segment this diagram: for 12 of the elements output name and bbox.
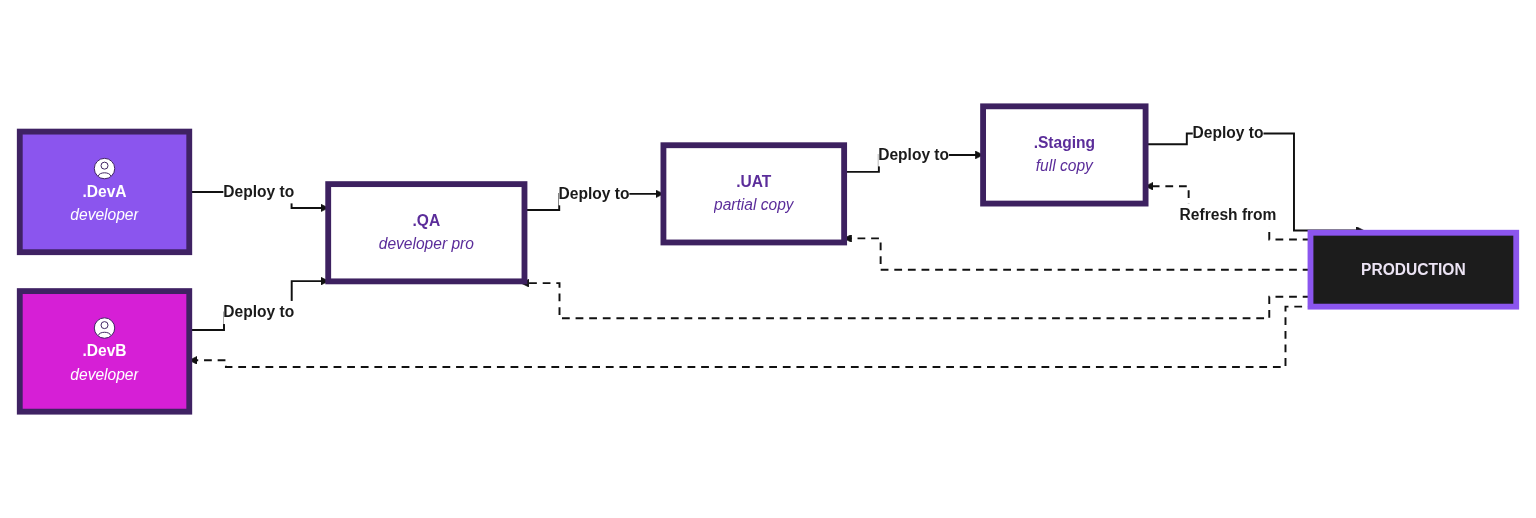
edge-label: Deploy to (1192, 124, 1264, 142)
edge-label: Deploy to (223, 303, 295, 321)
node-box: .Staging full copy (980, 103, 1149, 207)
node-box: .DevA developer (16, 128, 193, 256)
node-box: PRODUCTION (1307, 229, 1520, 310)
edge-label: Deploy to (878, 146, 950, 163)
edge-label: Refresh from (1179, 206, 1277, 224)
node-box: .DevB developer (16, 288, 193, 415)
edge-label: Deploy to (223, 183, 295, 200)
node-box: .QA developer pro (325, 181, 528, 285)
node-box: .UAT partial copy (660, 142, 848, 246)
edge-label: Deploy to (558, 185, 630, 202)
